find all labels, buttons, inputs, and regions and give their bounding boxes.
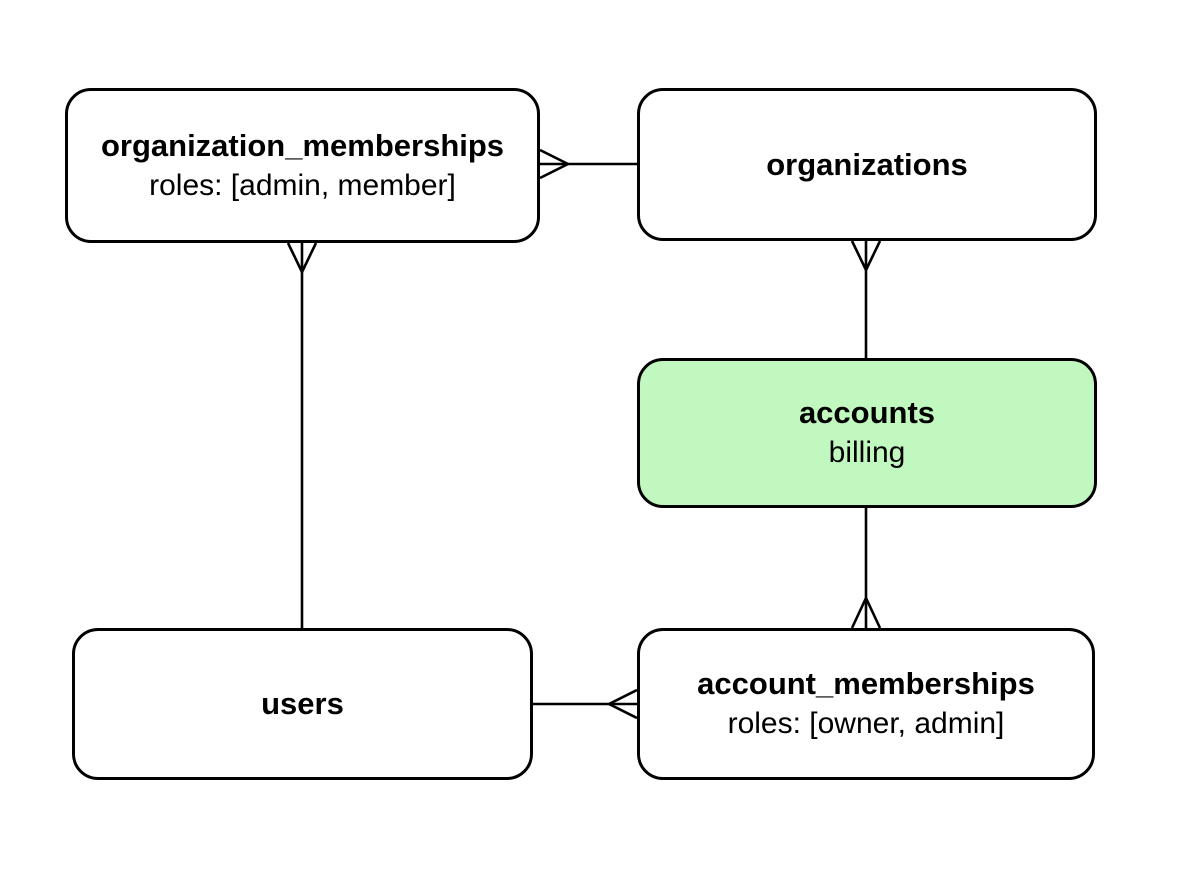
entity-subtitle: roles: [admin, member]: [149, 168, 456, 202]
edge-organization-memberships-organizations: [539, 148, 637, 180]
crows-foot-icon: [539, 148, 569, 180]
entity-organization-memberships: organization_memberships roles: [admin, …: [65, 88, 540, 243]
crows-foot-icon: [608, 688, 638, 720]
entity-users: users: [72, 628, 533, 780]
entity-title: accounts: [798, 395, 936, 430]
entity-subtitle: billing: [828, 436, 906, 469]
crows-foot-icon: [850, 597, 882, 629]
crows-foot-icon: [286, 242, 318, 273]
entity-title: organizations: [766, 146, 968, 182]
edge-account-memberships-users: [533, 688, 638, 720]
crows-foot-icon: [850, 240, 882, 271]
entity-account-memberships: account_memberships roles: [owner, admin…: [637, 628, 1095, 780]
entity-title: users: [261, 686, 344, 721]
entity-organizations: organizations: [637, 88, 1097, 241]
entity-title: organization_memberships: [100, 127, 505, 163]
edge-account-memberships-accounts: [850, 508, 882, 629]
edge-organization-memberships-users: [286, 242, 318, 628]
edge-organizations-accounts: [850, 240, 882, 358]
entity-title: account_memberships: [697, 666, 1035, 701]
entity-subtitle: roles: [owner, admin]: [727, 707, 1005, 740]
entity-accounts: accounts billing: [637, 358, 1097, 508]
